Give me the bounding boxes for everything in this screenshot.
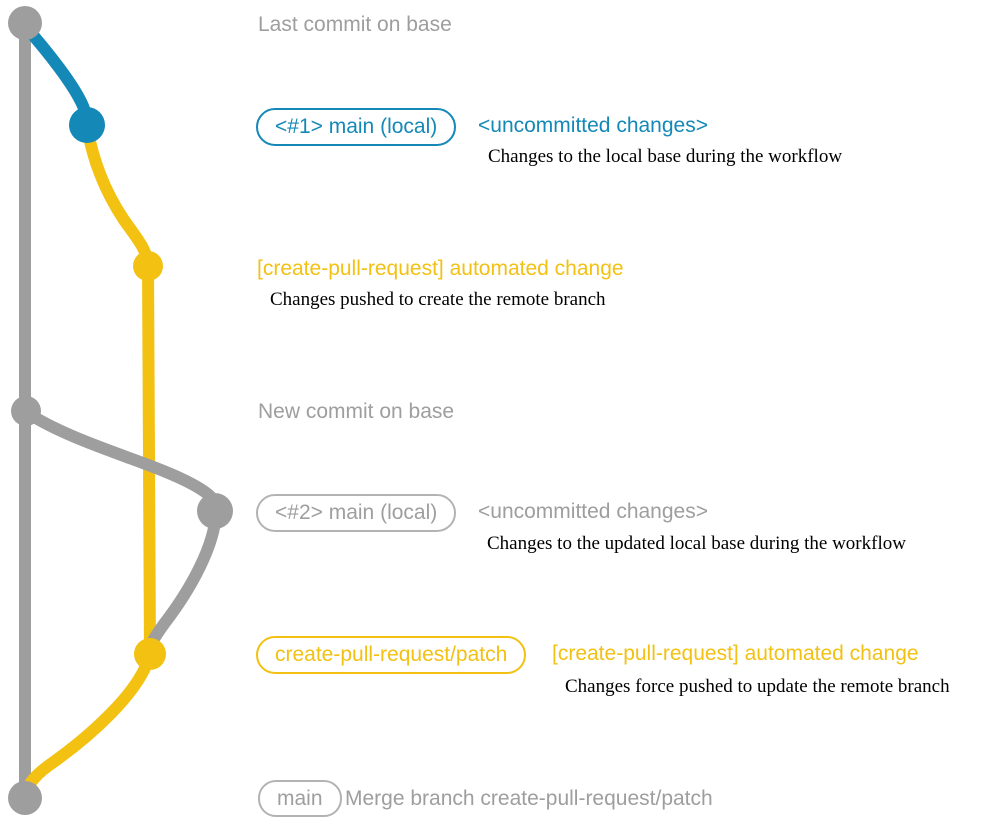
commit-title-automated-change-2: [create-pull-request] automated change <box>552 642 919 665</box>
commit-title-uncommitted-changes-2: <uncommitted changes> <box>478 500 708 523</box>
commit-dot-new-commit-on-base <box>11 396 41 426</box>
branch-badge-main: main <box>258 780 342 817</box>
branch-badge-main-local-1: <#1> main (local) <box>256 108 457 146</box>
commit-desc-automated-change-1: Changes pushed to create the remote bran… <box>270 289 606 310</box>
branch-badge-main-local-2: <#2> main (local) <box>256 494 457 532</box>
commit-title-uncommitted-changes-1: <uncommitted changes> <box>478 114 708 137</box>
commit-desc-uncommitted-changes-2: Changes to the updated local base during… <box>487 533 906 554</box>
branch-badge-create-pull-request-patch: create-pull-request/patch <box>256 636 527 674</box>
commit-dot-last-commit-on-base <box>8 6 42 40</box>
label-last-commit-on-base: Last commit on base <box>258 13 452 36</box>
patch-branch-curve-top <box>81 121 154 272</box>
rebased-main-branch-line <box>20 406 223 660</box>
commit-dot-merge-commit <box>8 781 42 815</box>
commit-title-merge: Merge branch create-pull-request/patch <box>345 787 713 810</box>
commit-dot-uncommitted-changes-2 <box>197 493 233 529</box>
commit-title-automated-change-1: [create-pull-request] automated change <box>257 257 624 280</box>
commit-dot-uncommitted-changes-1 <box>69 107 105 143</box>
label-new-commit-on-base: New commit on base <box>258 400 455 423</box>
commit-desc-automated-change-2: Changes force pushed to update the remot… <box>565 676 950 697</box>
git-graph <box>8 6 233 815</box>
commit-dot-automated-change-2 <box>134 638 166 670</box>
patch-branch-curve-bottom <box>19 648 156 804</box>
commit-desc-uncommitted-changes-1: Changes to the local base during the wor… <box>488 146 843 167</box>
commit-dot-automated-change-1 <box>133 251 163 281</box>
